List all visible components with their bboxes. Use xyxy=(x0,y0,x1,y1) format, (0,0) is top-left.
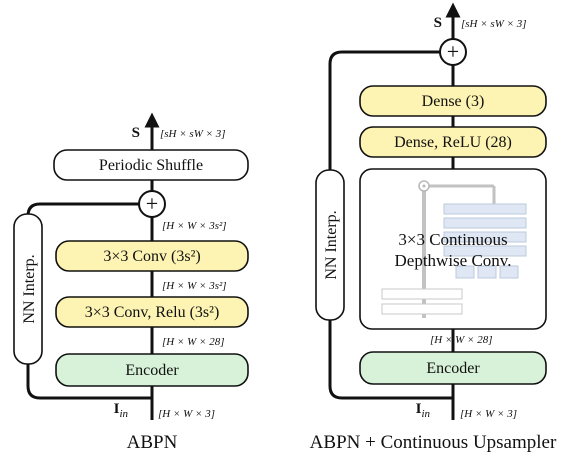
ghost-layer-1 xyxy=(443,203,527,215)
ghost-cell-1 xyxy=(455,265,475,279)
right-nn-interp-block xyxy=(315,169,345,321)
abpn-diagram: Periodic Shuffle + 3×3 Conv (3s²) 3×3 Co… xyxy=(13,112,249,453)
dense-relu-block xyxy=(359,126,547,158)
right-nn-interp-label: NN Interp. xyxy=(323,210,340,279)
right-plus-icon: + xyxy=(447,39,459,64)
left-output-symbol: S xyxy=(132,125,140,141)
ghost-layer-2 xyxy=(443,217,527,229)
left-encoder-label: Encoder xyxy=(125,362,179,379)
conv1-block xyxy=(55,240,249,272)
left-caption: ABPN xyxy=(127,432,178,453)
conv1-label: 3×3 Conv (3s²) xyxy=(103,248,200,265)
right-output-dim: [sH × sW × 3] xyxy=(461,18,527,30)
left-input-dim: [H × W × 3] xyxy=(158,408,215,420)
dense-3-block xyxy=(359,85,547,117)
dense-3-label: Dense (3) xyxy=(422,93,485,110)
left-add-node xyxy=(138,190,166,218)
continuous-conv-label-line1: 3×3 Continuous xyxy=(398,230,507,249)
ghost-layer-3 xyxy=(443,231,527,243)
conv1-input-dim: [H × W × 3s²] xyxy=(162,280,227,292)
ghost-cell-2 xyxy=(477,265,497,279)
ghost-bar-2 xyxy=(381,303,463,315)
left-nn-interp-label: NN Interp. xyxy=(21,254,38,323)
right-add-node xyxy=(439,38,467,66)
right-caption: ABPN + Continuous Upsampler xyxy=(310,432,557,453)
right-output-symbol: S xyxy=(434,15,442,31)
conv2-label: 3×3 Conv, Relu (3s²) xyxy=(85,304,220,321)
periodic-shuffle-block xyxy=(53,149,249,181)
continuous-conv-illustration xyxy=(381,180,527,318)
ghost-bar-1 xyxy=(381,288,463,300)
left-nn-interp-block xyxy=(13,213,43,365)
right-encoder-block xyxy=(359,351,547,385)
right-encoder-label: Encoder xyxy=(426,360,480,377)
left-input-symbol: Iin xyxy=(114,401,129,420)
continuous-conv-label-line2: Depthwise Conv. xyxy=(395,251,512,270)
right-input-dim: [H × W × 3] xyxy=(460,408,517,420)
conv2-block xyxy=(55,296,249,328)
conv2-input-dim: [H × W × 28] xyxy=(162,336,225,348)
illustration-node-dot xyxy=(422,184,426,188)
ghost-layer-4 xyxy=(443,245,527,257)
right-input-symbol: Iin xyxy=(416,401,431,420)
shuffle-input-dim: [H × W × 3s²] xyxy=(162,220,227,232)
continuous-conv-input-dim: [H × W × 28] xyxy=(430,334,493,346)
dense-relu-label: Dense, ReLU (28) xyxy=(394,134,512,151)
abpn-continuous-diagram: + Dense (3) Dense, ReLU (28) 3×3 Continu… xyxy=(310,2,557,453)
left-encoder-block xyxy=(55,353,249,387)
ghost-cell-3 xyxy=(499,265,519,279)
periodic-shuffle-label: Periodic Shuffle xyxy=(99,157,203,174)
left-plus-icon: + xyxy=(146,191,158,216)
left-output-dim: [sH × sW × 3] xyxy=(160,128,226,140)
